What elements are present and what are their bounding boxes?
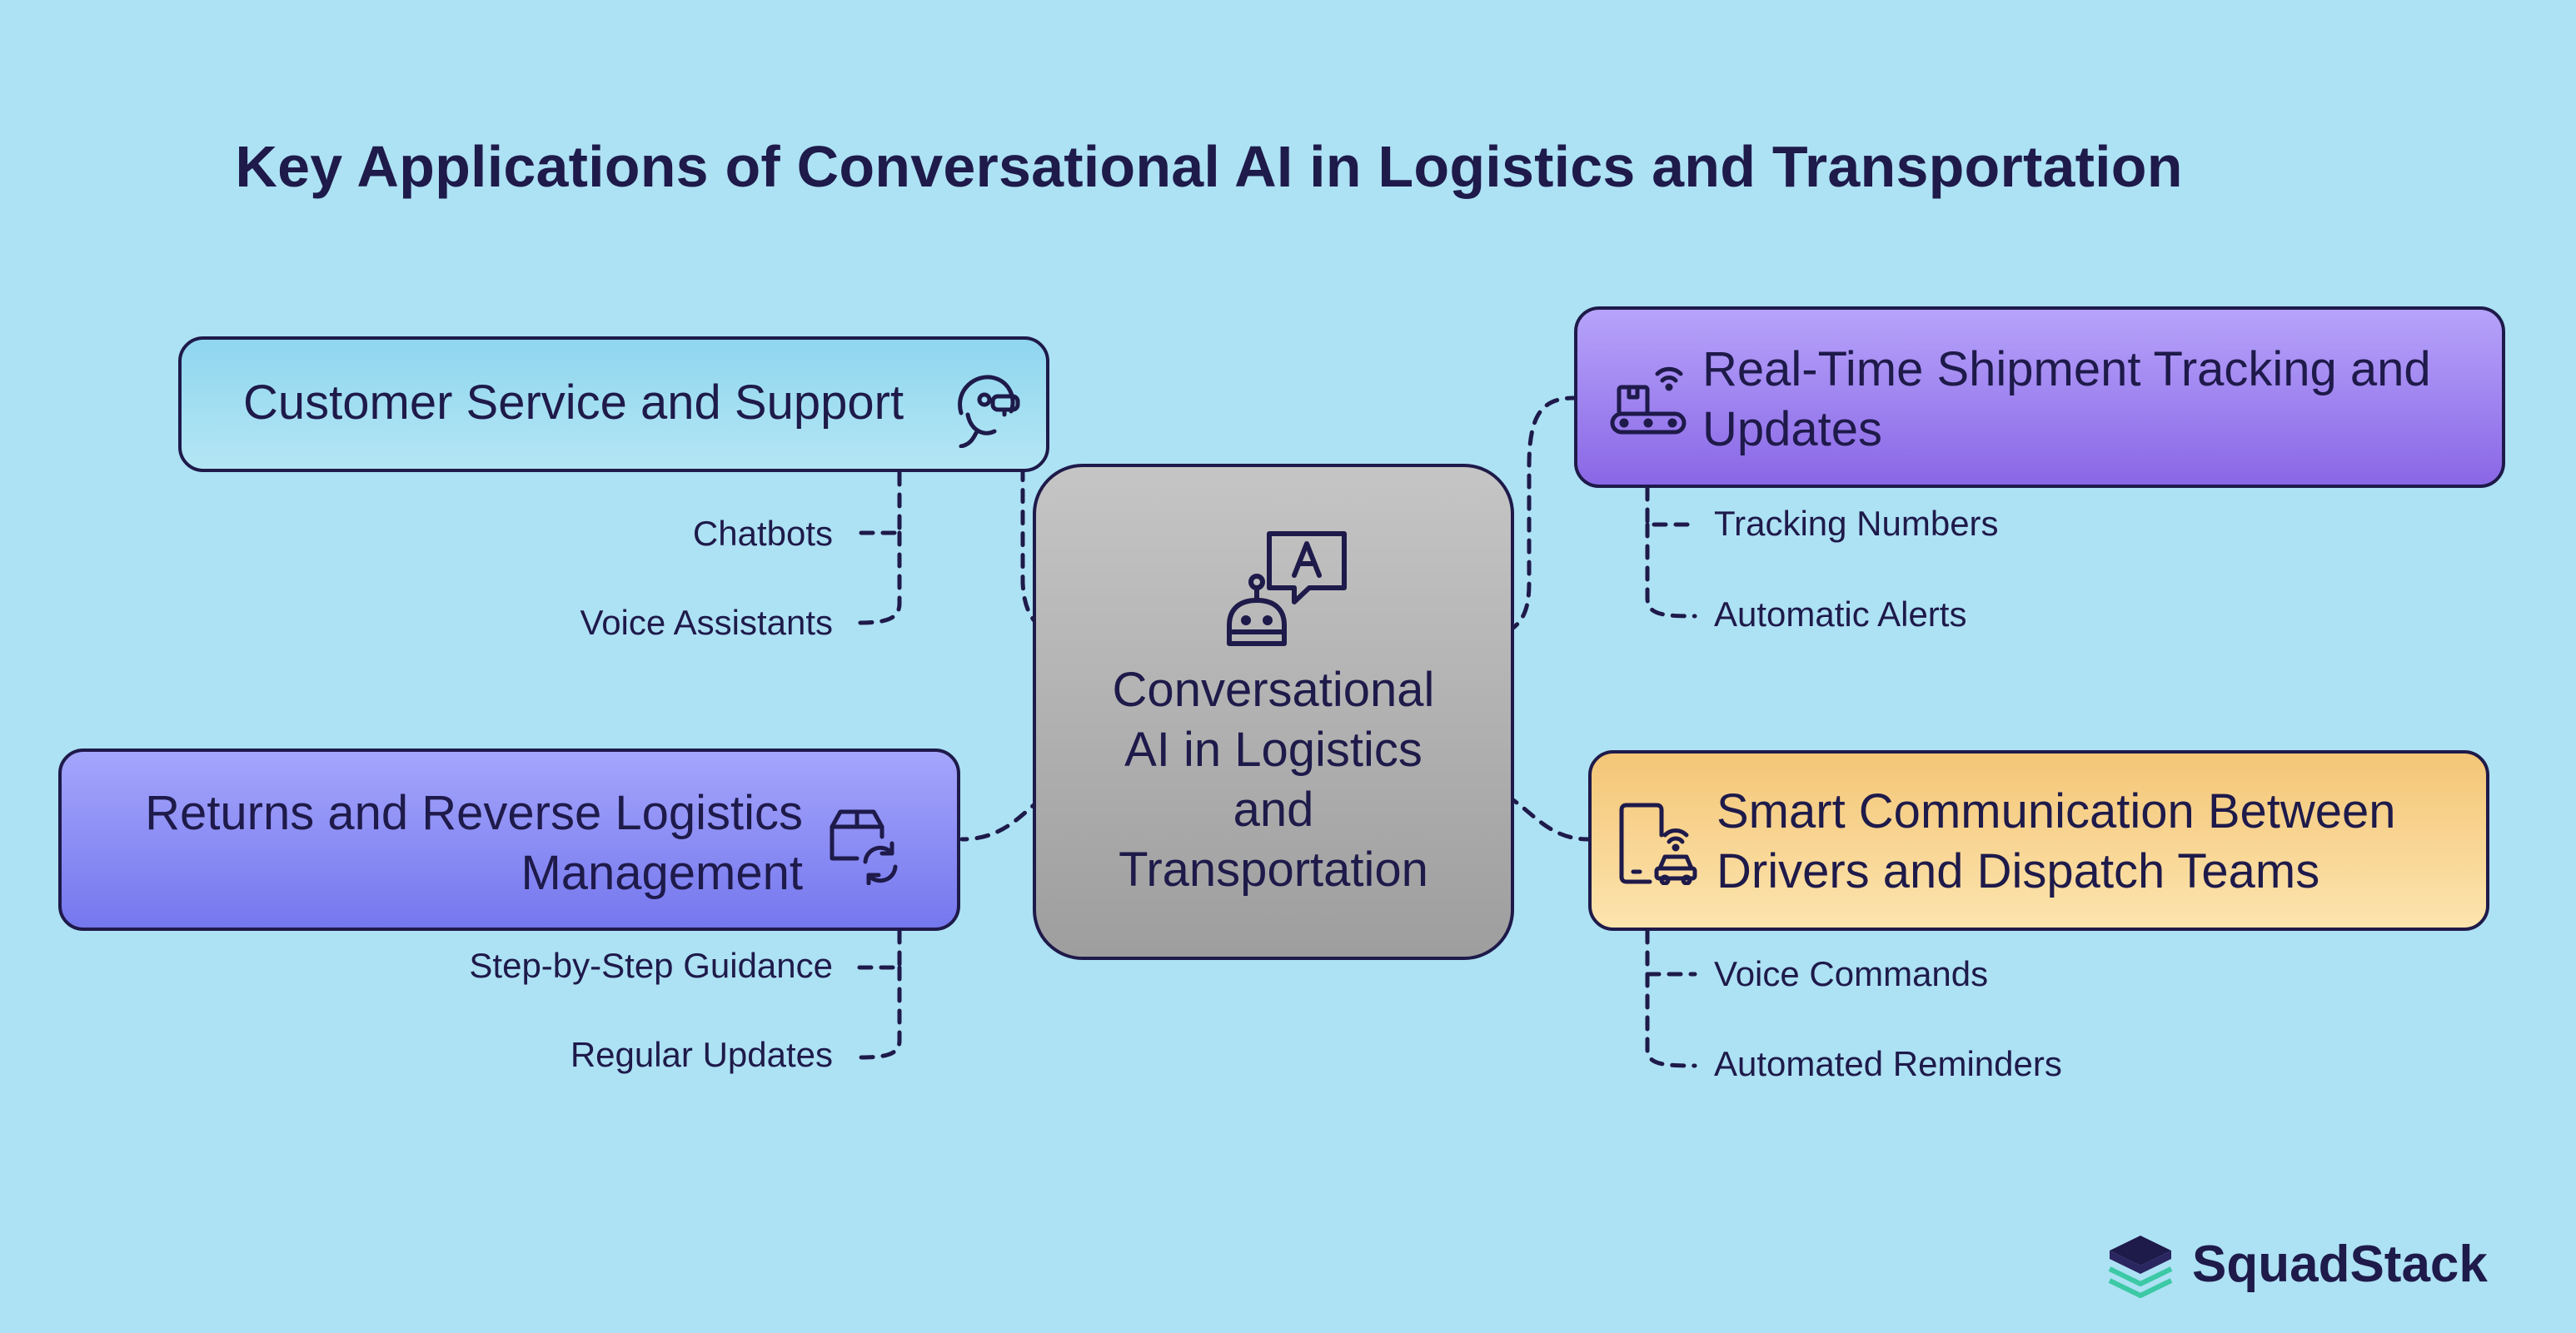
branch-label-line: Updates <box>1702 402 1883 456</box>
branch-label-line: Management <box>521 846 803 900</box>
sub-item-automated-reminders: Automated Reminders <box>1714 1044 2062 1083</box>
package-refresh-icon <box>830 809 898 885</box>
central-topic-line: Transportation <box>1119 843 1428 897</box>
phone-car-signal-icon <box>1619 803 1697 885</box>
central-topic-line: Conversational <box>1112 663 1435 717</box>
branch-shipment-tracking: Real-Time Shipment Tracking and Updates <box>1574 306 2505 488</box>
branch-label-line: Returns and Reverse Logistics <box>145 786 803 840</box>
sub-item-chatbots: Chatbots <box>692 514 833 553</box>
connector-communication <box>1463 782 1591 842</box>
branch-label: Customer Service and Support <box>243 376 904 430</box>
connector-tracking-numbers <box>1645 485 1697 527</box>
connector-tracking <box>1463 395 1577 642</box>
connector-automatic-alerts <box>1645 522 1697 619</box>
branch-label-line: Drivers and Dispatch Teams <box>1717 844 2320 898</box>
sub-item-automatic-alerts: Automatic Alerts <box>1714 594 1967 634</box>
sub-item-regular-updates: Regular Updates <box>570 1035 833 1074</box>
robot-chat-icon <box>1227 531 1347 646</box>
branch-smart-communication: Smart Communication Between Drivers and … <box>1588 750 2489 931</box>
central-topic-line: AI in Logistics <box>1124 723 1423 777</box>
sub-item-voice-assistants: Voice Assistants <box>580 603 834 642</box>
diagram-title: Key Applications of Conversational AI in… <box>235 134 2183 199</box>
central-topic-label: Conversational AI in Logistics and Trans… <box>1036 660 1511 900</box>
conveyor-wifi-icon <box>1610 366 1687 435</box>
branch-label: Smart Communication Between Drivers and … <box>1717 782 2396 902</box>
branch-customer-service: Customer Service and Support <box>178 336 1049 472</box>
sub-item-step-guidance: Step-by-Step Guidance <box>469 946 833 985</box>
branch-returns-reverse-logistics: Returns and Reverse Logistics Management <box>58 749 960 931</box>
connector-voice-commands <box>1645 928 1697 977</box>
central-topic-line: and <box>1233 783 1314 837</box>
squadstack-logo-text: SquadStack <box>2192 1236 2488 1293</box>
connector-step-guidance <box>855 928 902 970</box>
connector-returns <box>959 782 1084 842</box>
connector-regular-updates <box>855 965 902 1060</box>
branch-label: Returns and Reverse Logistics Management <box>145 783 803 903</box>
stacked-layers-logo-icon <box>2108 1236 2173 1298</box>
sub-item-voice-commands: Voice Commands <box>1714 954 1989 993</box>
branch-label-line: Smart Communication Between <box>1717 784 2396 838</box>
branch-label-line: Real-Time Shipment Tracking and <box>1702 342 2431 396</box>
connector-chatbots <box>855 470 902 535</box>
support-headset-icon <box>958 375 1020 448</box>
sub-item-tracking-numbers: Tracking Numbers <box>1714 504 1999 543</box>
central-topic: Conversational AI in Logistics and Trans… <box>1033 464 1514 960</box>
connector-automated-reminders <box>1645 972 1697 1068</box>
branch-label: Real-Time Shipment Tracking and Updates <box>1702 340 2431 460</box>
connector-voice-assistants <box>855 530 902 625</box>
